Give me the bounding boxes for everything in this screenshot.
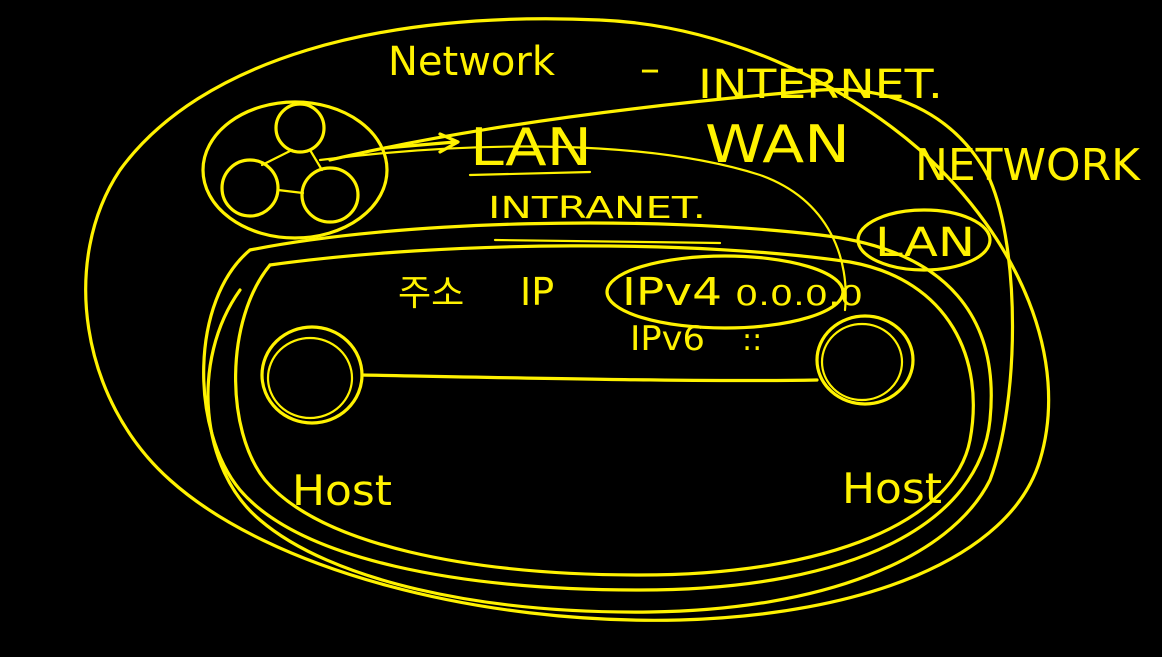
host-link-line bbox=[360, 373, 819, 383]
host-right-label: Host bbox=[842, 464, 942, 513]
wan-label: WAN bbox=[705, 115, 850, 175]
wan-boundary-loop bbox=[206, 87, 1015, 614]
node-circle-left bbox=[220, 158, 280, 218]
left-host-circle bbox=[260, 325, 364, 425]
lan-underline bbox=[468, 170, 592, 177]
right-host-circle-inner bbox=[820, 322, 904, 402]
ink-labels: Network – INTERNET. LAN WAN NETWORK INTR… bbox=[292, 39, 1141, 515]
node-link-top-left bbox=[260, 148, 294, 167]
ipv4-example-label: 0.0.0.0 bbox=[735, 279, 863, 312]
dash-label: – bbox=[640, 46, 660, 92]
node-link-top-right bbox=[308, 148, 324, 172]
ipv6-example-label: :: bbox=[742, 323, 762, 358]
ip-label: IP bbox=[520, 270, 554, 314]
ipv4-ring bbox=[605, 254, 845, 330]
ipv6-label: IPv6 bbox=[630, 319, 705, 359]
intranet-underline bbox=[493, 238, 722, 245]
network-label: Network bbox=[388, 39, 556, 85]
lan-circled-ring bbox=[856, 208, 992, 272]
node-circle-top bbox=[274, 102, 326, 154]
intranet-label: INTRANET. bbox=[488, 191, 706, 226]
lan-boundary-loop bbox=[202, 221, 993, 592]
right-host-circle bbox=[815, 314, 915, 406]
internet-label: INTERNET. bbox=[698, 62, 943, 108]
ink-strokes bbox=[84, 17, 1051, 622]
ipv4-label: IPv4 bbox=[622, 270, 722, 314]
cluster-ring bbox=[201, 100, 389, 240]
network-caps-label: NETWORK bbox=[915, 140, 1141, 191]
address-label: 주소 bbox=[398, 273, 464, 314]
lan-label: LAN bbox=[470, 118, 592, 178]
outer-boundary-loop bbox=[84, 17, 1051, 622]
inner-lan-loop bbox=[234, 244, 975, 577]
host-left-label: Host bbox=[292, 466, 392, 515]
cluster-to-lan-arrow bbox=[383, 132, 460, 154]
lan-circled-label: LAN bbox=[875, 220, 975, 266]
node-circle-right bbox=[300, 166, 360, 224]
node-link-left-right bbox=[276, 188, 305, 195]
left-host-circle-inner bbox=[266, 336, 354, 420]
